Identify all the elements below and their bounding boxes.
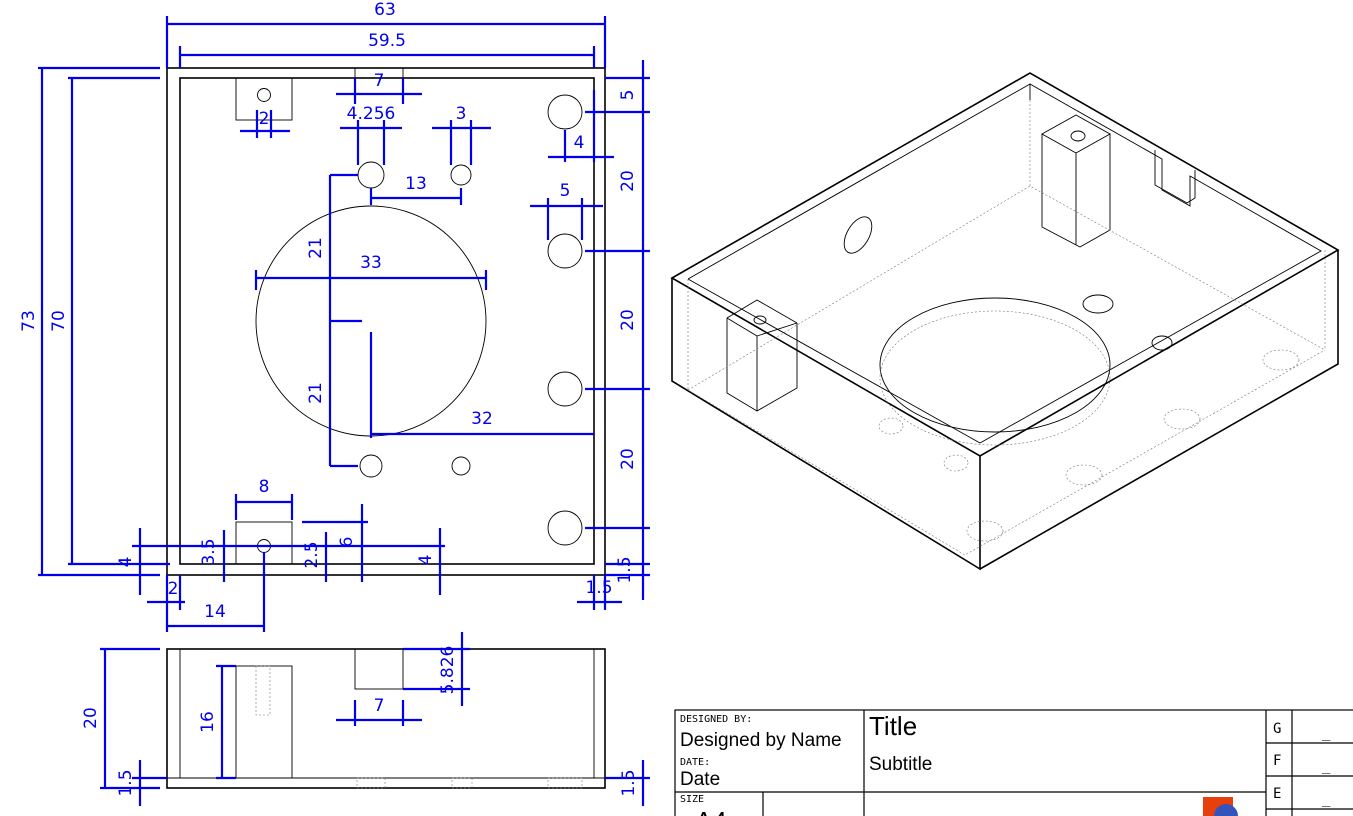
dim-side-pitch-2: 20 xyxy=(618,309,638,331)
upper-post xyxy=(235,77,293,121)
top-view-dimension-lines xyxy=(38,16,650,632)
top-notch xyxy=(354,67,404,79)
dim-hole-spacing: 13 xyxy=(405,174,427,194)
rev-value-g: _ xyxy=(1322,725,1331,741)
dim-inner-width: 59.5 xyxy=(368,31,406,51)
side-hole-3 xyxy=(547,371,583,407)
dim-circle-diameter: 33 xyxy=(360,253,382,273)
dim-left-wall: 2 xyxy=(168,579,179,599)
dim-post-width: 8 xyxy=(259,477,270,497)
designed-by-label: DESIGNED BY: xyxy=(680,714,752,725)
dim-vert-upper: 21 xyxy=(306,237,326,259)
dim-front-post-height: 16 xyxy=(198,711,218,733)
front-view-dimension-lines xyxy=(100,632,650,806)
drawing-subtitle: Subtitle xyxy=(869,754,932,775)
dim-2-5: 2.5 xyxy=(302,541,322,568)
dim-bottom-wall: 1.5 xyxy=(615,556,635,583)
side-hole-2 xyxy=(547,233,583,269)
dim-front-notch-width: 7 xyxy=(374,696,385,716)
dim-hole-from-left: 14 xyxy=(204,602,226,622)
dim-4-right: 4 xyxy=(416,555,436,566)
top-view-inner-wall xyxy=(179,77,595,565)
logo-icon xyxy=(1203,797,1238,816)
hole-lower-left xyxy=(359,454,383,478)
dim-inner-height: 70 xyxy=(49,310,69,332)
top-view-outer-wall xyxy=(166,67,606,576)
dim-front-notch-depth: 5.826 xyxy=(438,646,458,695)
dim-post-depth: 6 xyxy=(337,537,357,548)
front-view-outline xyxy=(166,648,606,789)
dim-notch-width: 7 xyxy=(374,71,385,91)
rev-letter-f: F xyxy=(1273,753,1281,769)
rev-letter-e: E xyxy=(1273,786,1281,802)
hole-upper-left xyxy=(357,161,385,189)
front-notch xyxy=(354,648,404,690)
size-value: A4 xyxy=(695,806,727,816)
dim-outer-height: 73 xyxy=(19,310,39,332)
dim-outer-width: 63 xyxy=(374,0,396,20)
dim-hole-diameter-left: 4.256 xyxy=(347,104,396,124)
date-label: DATE: xyxy=(680,757,710,768)
dim-horiz-to-wall: 32 xyxy=(471,409,493,429)
rev-value-f: _ xyxy=(1322,758,1331,774)
dim-right-wall: 1.5 xyxy=(585,578,612,598)
dim-side-top-offset: 5 xyxy=(618,90,638,101)
designed-by-value: Designed by Name xyxy=(680,730,842,751)
hole-upper-right xyxy=(450,164,472,186)
dim-front-height: 20 xyxy=(81,707,101,729)
hole-lower-right xyxy=(451,456,471,476)
dim-front-floor-right: 1.5 xyxy=(619,769,639,796)
date-value: Date xyxy=(680,769,720,790)
dim-wall-bottom-left: 4 xyxy=(116,557,136,568)
dim-post-hole: 2 xyxy=(259,109,270,129)
rev-letter-g: G xyxy=(1273,721,1281,737)
front-post xyxy=(235,665,293,779)
upper-post-hole xyxy=(257,88,271,102)
front-view: 20 16 5.826 7 1.5 1.5 xyxy=(81,632,650,806)
title-block: DESIGNED BY: Designed by Name DATE: Date… xyxy=(674,709,1353,816)
rev-value-e: _ xyxy=(1322,791,1331,807)
isometric-view xyxy=(670,72,1340,571)
dim-side-pitch-3: 20 xyxy=(618,448,638,470)
dim-hole-diameter-right: 3 xyxy=(456,104,467,124)
dim-side-hole-diameter: 5 xyxy=(560,181,571,201)
side-hole-4 xyxy=(547,510,583,546)
dim-vert-lower: 21 xyxy=(306,382,326,404)
dim-side-hole-offset: 4 xyxy=(574,133,585,153)
dim-front-floor-left: 1.5 xyxy=(116,769,136,796)
side-hole-1 xyxy=(547,94,583,130)
drawing-title: Title xyxy=(869,711,917,741)
dim-side-pitch-1: 20 xyxy=(618,170,638,192)
dim-3-5: 3.5 xyxy=(199,538,219,565)
size-label: SIZE xyxy=(680,794,704,805)
top-view: 63 59.5 73 70 7 2 4.256 3 13 4 5 5 20 20… xyxy=(19,0,650,632)
